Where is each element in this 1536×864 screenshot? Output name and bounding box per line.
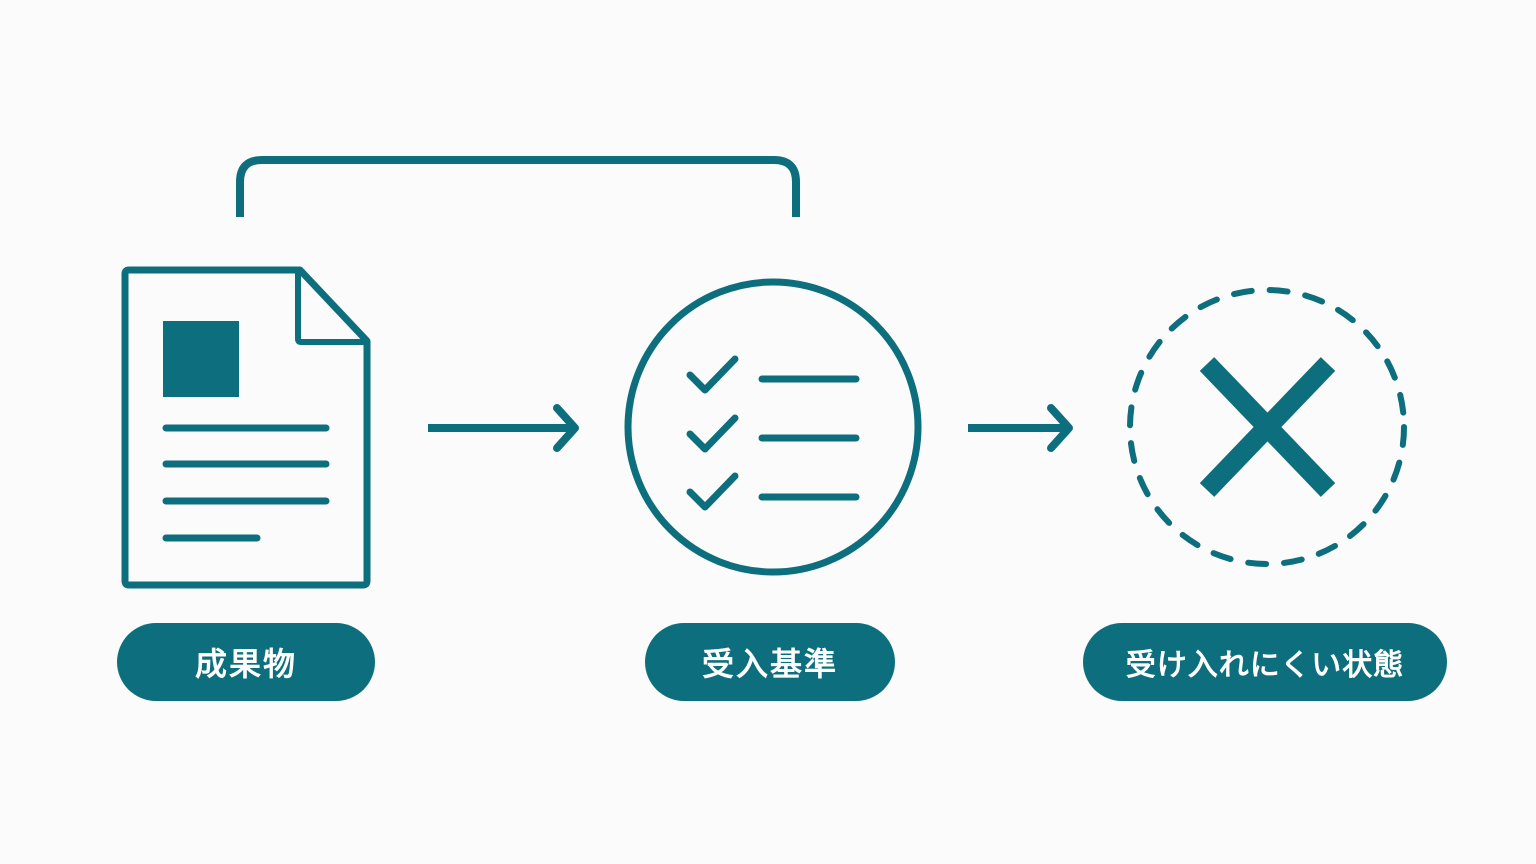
document-fold (295, 269, 368, 345)
connector-bracket (236, 156, 800, 217)
label-hard-to-accept-text: 受け入れにくい状態 (1125, 648, 1405, 683)
label-hard-to-accept: 受け入れにくい状態 (1083, 623, 1447, 701)
label-deliverable-text: 成果物 (194, 645, 297, 683)
label-acceptance-criteria-text: 受入基準 (701, 645, 838, 683)
checklist-icon (624, 278, 922, 576)
document-outline (121, 266, 371, 589)
checklist-circle (624, 278, 922, 576)
x-mark-icon (1127, 287, 1407, 567)
arrow-right-icon (968, 404, 1073, 452)
check-mark-icon (686, 355, 739, 394)
check-mark-icon (686, 414, 739, 453)
dashed-circle (1127, 287, 1407, 567)
label-deliverable: 成果物 (117, 623, 375, 701)
check-mark-icon (686, 472, 739, 511)
document-icon (121, 266, 371, 589)
document-image-block (163, 321, 239, 397)
label-acceptance-criteria: 受入基準 (645, 623, 895, 701)
x-stroke (1199, 357, 1336, 497)
arrow-right-icon (428, 404, 579, 452)
